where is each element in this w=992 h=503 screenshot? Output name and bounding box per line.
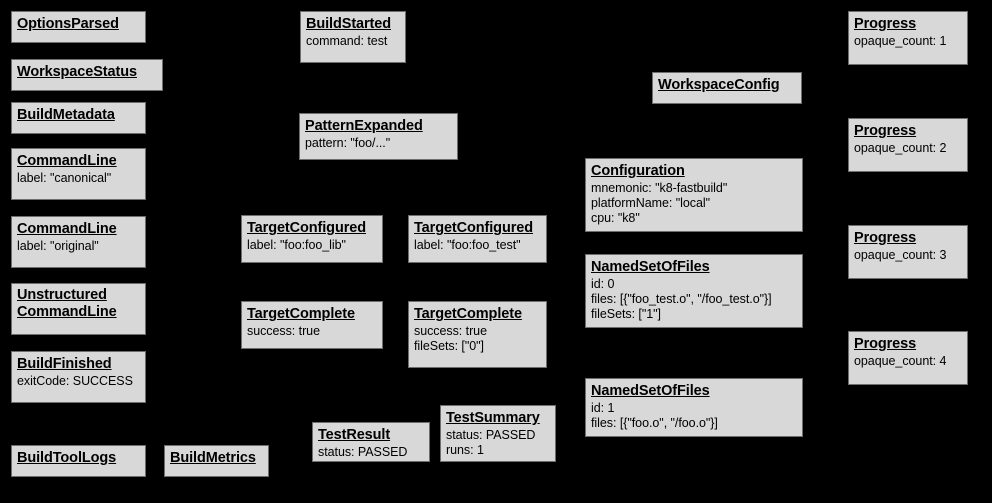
node-title: Progress <box>854 16 917 32</box>
node-options-parsed[interactable]: OptionsParsed <box>11 11 146 43</box>
node-progress-4[interactable]: Progress opaque_count: 4 <box>848 331 968 385</box>
node-title: TargetConfigured <box>247 220 366 236</box>
node-unstructured-command-line[interactable]: Unstructured CommandLine <box>11 283 146 335</box>
node-build-metadata[interactable]: BuildMetadata <box>11 102 146 134</box>
node-title: NamedSetOfFiles <box>591 383 710 399</box>
node-title: Progress <box>854 123 917 139</box>
node-build-started[interactable]: BuildStarted command: test <box>300 11 406 63</box>
node-fields: opaque_count: 3 <box>854 248 962 263</box>
node-progress-3[interactable]: Progress opaque_count: 3 <box>848 225 968 279</box>
node-field: id: 0 <box>591 277 615 292</box>
node-field: label: "original" <box>17 239 99 254</box>
node-field: platformName: "local" <box>591 195 710 210</box>
node-field: status: PASSED <box>318 445 408 460</box>
node-field: pattern: "foo/..." <box>305 136 391 151</box>
node-fields: command: test <box>306 34 400 49</box>
node-title: TargetComplete <box>247 306 355 322</box>
node-title: CommandLine <box>17 221 117 237</box>
node-title: BuildMetrics <box>170 450 256 466</box>
node-title: PatternExpanded <box>305 118 423 134</box>
node-title: WorkspaceConfig <box>658 77 780 93</box>
node-target-configured-lib[interactable]: TargetConfigured label: "foo:foo_lib" <box>241 215 383 263</box>
node-fields: label: "foo:foo_test" <box>414 238 541 253</box>
node-build-metrics[interactable]: BuildMetrics <box>164 445 269 477</box>
node-progress-1[interactable]: Progress opaque_count: 1 <box>848 11 968 65</box>
node-field: files: [{"foo.o", "/foo.o"}] <box>591 415 718 430</box>
node-fields: mnemonic: "k8-fastbuild"platformName: "l… <box>591 181 797 225</box>
node-target-complete-lib[interactable]: TargetComplete success: true <box>241 301 383 349</box>
node-title: OptionsParsed <box>17 16 119 32</box>
node-fields: label: "canonical" <box>17 171 140 186</box>
node-title: BuildFinished <box>17 356 112 372</box>
node-fields: status: PASSED <box>318 445 424 460</box>
node-title: TestResult <box>318 427 391 443</box>
node-configuration[interactable]: Configuration mnemonic: "k8-fastbuild"pla… <box>585 158 803 232</box>
node-field: fileSets: ["0"] <box>414 338 484 353</box>
node-title: WorkspaceStatus <box>17 64 137 80</box>
node-title: Progress <box>854 336 917 352</box>
node-title: BuildStarted <box>306 16 392 32</box>
node-field: mnemonic: "k8-fastbuild" <box>591 181 728 196</box>
node-fields: exitCode: SUCCESS <box>17 374 140 389</box>
node-field: command: test <box>306 34 388 49</box>
node-fields: opaque_count: 4 <box>854 354 962 369</box>
node-field: fileSets: ["1"] <box>591 306 661 321</box>
node-title: Configuration <box>591 163 685 179</box>
node-field: success: true <box>247 324 320 339</box>
node-title: TestSummary <box>446 410 540 426</box>
node-target-configured-test[interactable]: TargetConfigured label: "foo:foo_test" <box>408 215 547 263</box>
node-field: id: 1 <box>591 401 615 416</box>
node-title: BuildMetadata <box>17 107 115 123</box>
node-title: CommandLine <box>17 153 117 169</box>
node-fields: opaque_count: 1 <box>854 34 962 49</box>
node-field: opaque_count: 2 <box>854 141 947 156</box>
node-field: cpu: "k8" <box>591 210 640 225</box>
node-title: NamedSetOfFiles <box>591 259 710 275</box>
node-field: files: [{"foo_test.o", "/foo_test.o"}] <box>591 291 772 306</box>
node-field: opaque_count: 1 <box>854 34 947 49</box>
node-title: BuildToolLogs <box>17 450 117 466</box>
node-fields: opaque_count: 2 <box>854 141 962 156</box>
node-field: label: "canonical" <box>17 171 112 186</box>
node-build-finished[interactable]: BuildFinished exitCode: SUCCESS <box>11 351 146 403</box>
node-command-line-canonical[interactable]: CommandLine label: "canonical" <box>11 148 146 200</box>
node-field: opaque_count: 4 <box>854 354 947 369</box>
node-fields: pattern: "foo/..." <box>305 136 452 151</box>
node-field: success: true <box>414 324 487 339</box>
node-title: Unstructured CommandLine <box>17 287 117 321</box>
node-field: label: "foo:foo_test" <box>414 238 521 253</box>
node-field: exitCode: SUCCESS <box>17 374 133 389</box>
node-test-result[interactable]: TestResult status: PASSED <box>312 422 430 462</box>
node-field: runs: 1 <box>446 442 484 457</box>
node-title: TargetConfigured <box>414 220 533 236</box>
node-command-line-original[interactable]: CommandLine label: "original" <box>11 216 146 268</box>
node-workspace-config[interactable]: WorkspaceConfig <box>652 72 802 104</box>
node-fields: label: "original" <box>17 239 140 254</box>
node-field: status: PASSED <box>446 428 536 443</box>
node-title: TargetComplete <box>414 306 522 322</box>
node-field: opaque_count: 3 <box>854 248 947 263</box>
node-fields: success: true <box>247 324 377 339</box>
node-field: label: "foo:foo_lib" <box>247 238 346 253</box>
node-progress-2[interactable]: Progress opaque_count: 2 <box>848 118 968 172</box>
node-build-tool-logs[interactable]: BuildToolLogs <box>11 445 146 477</box>
node-title: Progress <box>854 230 917 246</box>
node-pattern-expanded[interactable]: PatternExpanded pattern: "foo/..." <box>299 113 458 160</box>
node-fields: label: "foo:foo_lib" <box>247 238 377 253</box>
node-workspace-status[interactable]: WorkspaceStatus <box>11 59 163 91</box>
